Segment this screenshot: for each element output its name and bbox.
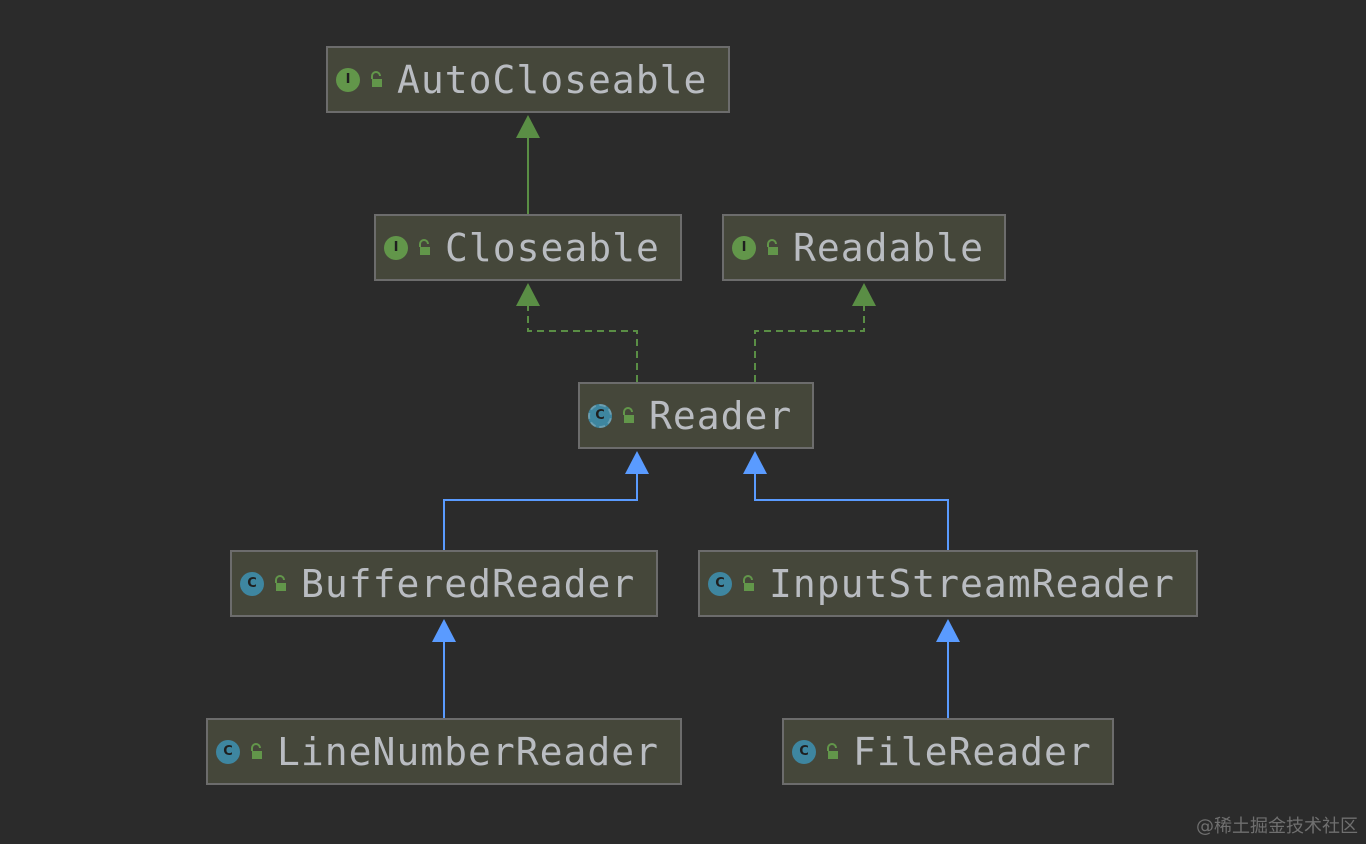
node-readable[interactable]: I Readable [722, 214, 1006, 281]
node-closeable[interactable]: I Closeable [374, 214, 682, 281]
lock-icon [623, 406, 634, 423]
watermark: @稀土掘金技术社区 [1196, 816, 1358, 837]
node-label: InputStreamReader [769, 561, 1175, 606]
node-bufferedreader[interactable]: C BufferedReader [230, 550, 658, 617]
node-label: Reader [649, 393, 793, 438]
node-linenumberreader[interactable]: C LineNumberReader [206, 718, 682, 785]
node-label: Readable [793, 225, 985, 270]
lock-icon [371, 70, 382, 87]
lock-icon [419, 238, 430, 255]
class-icon: C [216, 739, 240, 764]
class-icon: C [240, 571, 264, 596]
node-inputstreamreader[interactable]: C InputStreamReader [698, 550, 1198, 617]
interface-icon: I [336, 67, 360, 92]
interface-icon: I [732, 235, 756, 260]
node-label: BufferedReader [301, 561, 636, 606]
interface-icon: I [384, 235, 408, 260]
edge-filereader-inputstreamreader [936, 619, 960, 718]
node-label: AutoCloseable [397, 57, 708, 102]
node-reader[interactable]: C Reader [578, 382, 814, 449]
lock-icon [251, 742, 262, 759]
edge-reader-readable [754, 283, 876, 382]
node-filereader[interactable]: C FileReader [782, 718, 1114, 785]
edge-closeable-autocloseable [516, 115, 540, 214]
abstract-class-icon: C [588, 403, 612, 428]
class-icon: C [792, 739, 816, 764]
lock-icon [743, 574, 754, 591]
edge-bufferedreader-reader [443, 451, 649, 550]
edge-linenumberreader-bufferedreader [432, 619, 456, 718]
edge-reader-closeable [516, 283, 638, 382]
lock-icon [275, 574, 286, 591]
node-autocloseable[interactable]: I AutoCloseable [326, 46, 730, 113]
node-label: LineNumberReader [277, 729, 660, 774]
node-label: FileReader [853, 729, 1092, 774]
class-icon: C [708, 571, 732, 596]
edge-inputstreamreader-reader [743, 451, 949, 550]
lock-icon [827, 742, 838, 759]
lock-icon [767, 238, 778, 255]
node-label: Closeable [445, 225, 660, 270]
